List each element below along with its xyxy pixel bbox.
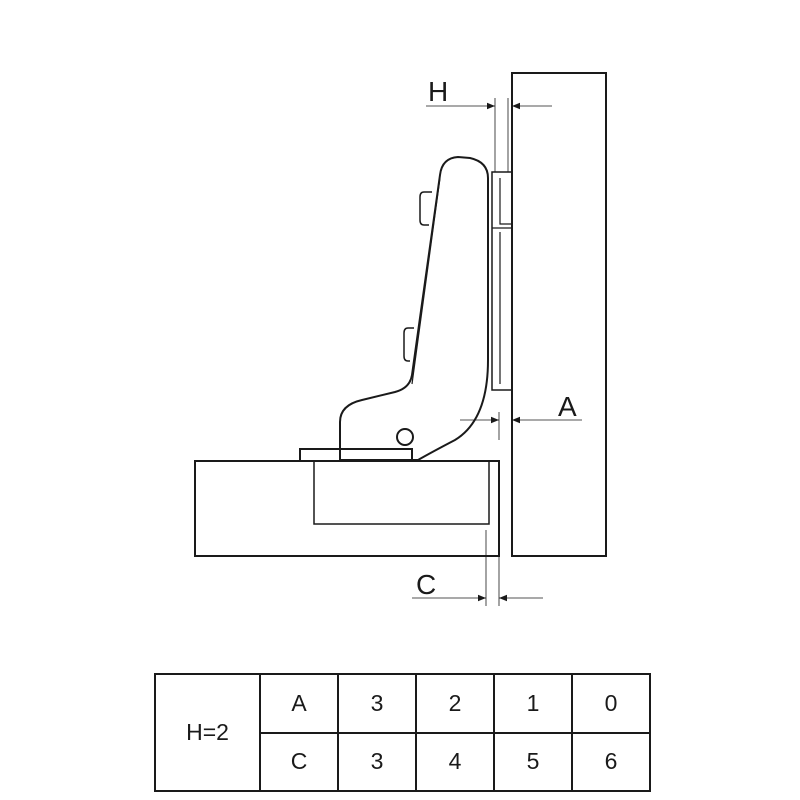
mounting-plate: [491, 171, 512, 391]
adjustment-screw-top: [419, 191, 432, 226]
table-cell: 4: [415, 731, 495, 792]
label-a: A: [558, 391, 577, 422]
table-row-a: H=2 A 3 2 1 0: [154, 673, 651, 792]
hinge-arm-inner-edge: [411, 177, 441, 385]
cabinet-side-panel: [511, 72, 607, 557]
hinge-cup-recess: [313, 460, 490, 525]
table-cell: 6: [571, 731, 651, 792]
table-cell: 1: [493, 673, 573, 734]
table-cell: 2: [415, 673, 495, 734]
table-cell: 0: [571, 673, 651, 734]
row-header-cell: H=2: [154, 673, 261, 792]
label-h: H: [428, 76, 448, 107]
hinge-arm: [339, 155, 489, 461]
table-cell: 3: [337, 731, 417, 792]
adjustment-screw-bottom: [403, 327, 414, 362]
row-label-a: A: [259, 673, 339, 734]
table-row-c: C 3 4 5 6: [155, 731, 651, 792]
pivot-pin: [396, 428, 414, 446]
row-label-c: C: [259, 731, 339, 792]
table-cell: 3: [337, 673, 417, 734]
door-panel: [194, 460, 500, 557]
cup-flange: [299, 448, 413, 462]
label-c: C: [416, 569, 436, 600]
spec-table: H=2 A 3 2 1 0 C 3 4 5 6: [154, 673, 651, 792]
table-cell: 5: [493, 731, 573, 792]
mounting-plate-step: [499, 178, 512, 384]
